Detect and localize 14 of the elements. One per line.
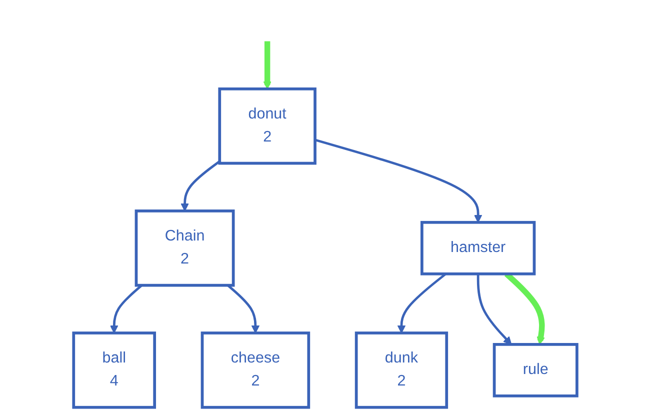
- arrow: [110, 284, 142, 334]
- arrow: [314, 138, 482, 223]
- arrow: [476, 274, 512, 345]
- node-box: hamster: [420, 220, 536, 276]
- node-box: rule: [492, 343, 578, 398]
- node-box: ball 4: [72, 332, 156, 409]
- arrow: [180, 160, 220, 212]
- node-box: donut 2: [218, 87, 316, 165]
- arrow: [226, 284, 260, 334]
- node-box: Chain 2: [134, 210, 234, 287]
- arrow: [262, 41, 272, 90]
- arrow: [396, 272, 446, 334]
- node-box: cheese 2: [200, 332, 310, 409]
- node-box: dunk 2: [354, 332, 448, 409]
